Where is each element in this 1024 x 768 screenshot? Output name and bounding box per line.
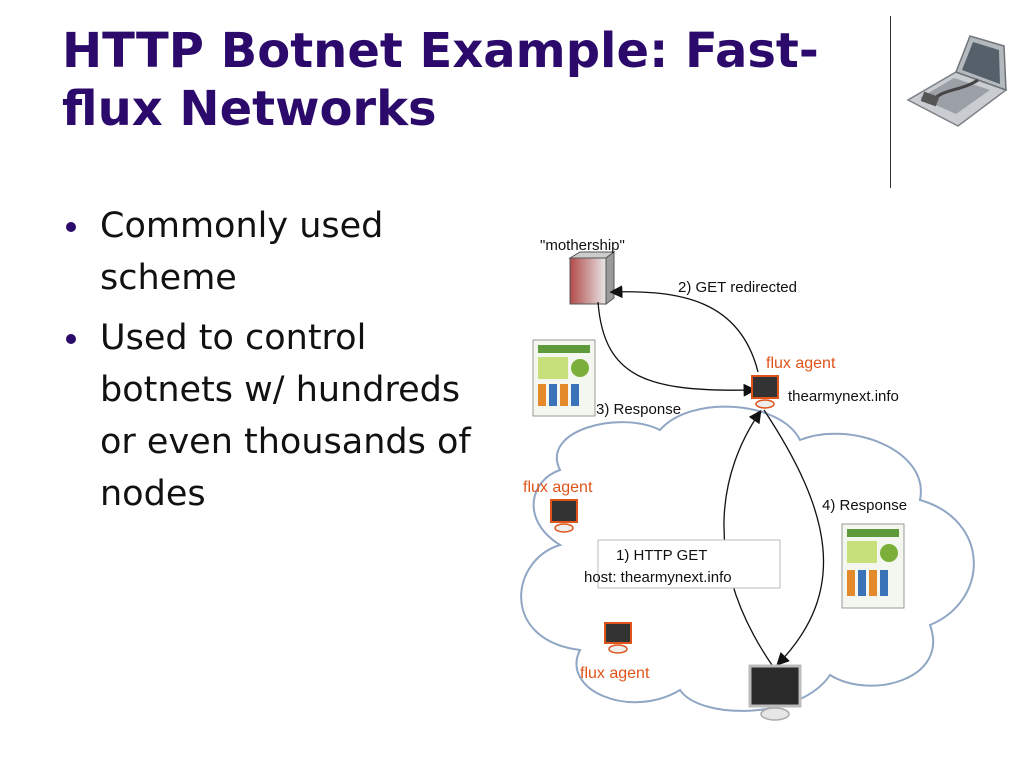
bullet-dot-icon [66, 334, 76, 344]
step1-line1: 1) HTTP GET [616, 547, 707, 564]
client-computer-icon [748, 664, 802, 721]
arrow-response-to-client [763, 409, 825, 666]
bullet-item: Commonly used scheme [62, 200, 492, 304]
flux-agent-computer-icon [751, 375, 779, 409]
flux-agent-label-left: flux agent [523, 479, 593, 496]
step1-line2: host: thearmynext.info [584, 569, 732, 586]
step4-label: 4) Response [822, 497, 907, 514]
http-get-box [597, 539, 781, 589]
arrow-response-to-agent [597, 301, 757, 397]
flux-agent-computer-icon [604, 622, 632, 654]
flux-agent-computer-icon [550, 499, 578, 533]
arrow-http-get [723, 409, 773, 666]
flux-agent-label-main: flux agent [766, 355, 836, 372]
webpage-thumbnail-icon [841, 523, 905, 609]
bullet-list: Commonly used scheme Used to control bot… [62, 200, 492, 528]
mothership-server-icon [568, 251, 616, 305]
slide-title: HTTP Botnet Example: Fast-flux Networks [62, 23, 819, 137]
laptop-icon [906, 35, 1008, 127]
arrow-get-redirected [609, 285, 759, 373]
flux-agent-label-bottom: flux agent [580, 665, 650, 682]
bullet-dot-icon [66, 222, 76, 232]
domain-label: thearmynext.info [788, 388, 899, 405]
step2-label: 2) GET redirected [678, 279, 797, 296]
bullet-item: Used to control botnets w/ hundreds or e… [62, 312, 492, 520]
mothership-label: "mothership" [540, 237, 625, 254]
step3-label: 3) Response [596, 401, 681, 418]
webpage-thumbnail-icon [532, 339, 596, 417]
title-divider [890, 16, 891, 188]
